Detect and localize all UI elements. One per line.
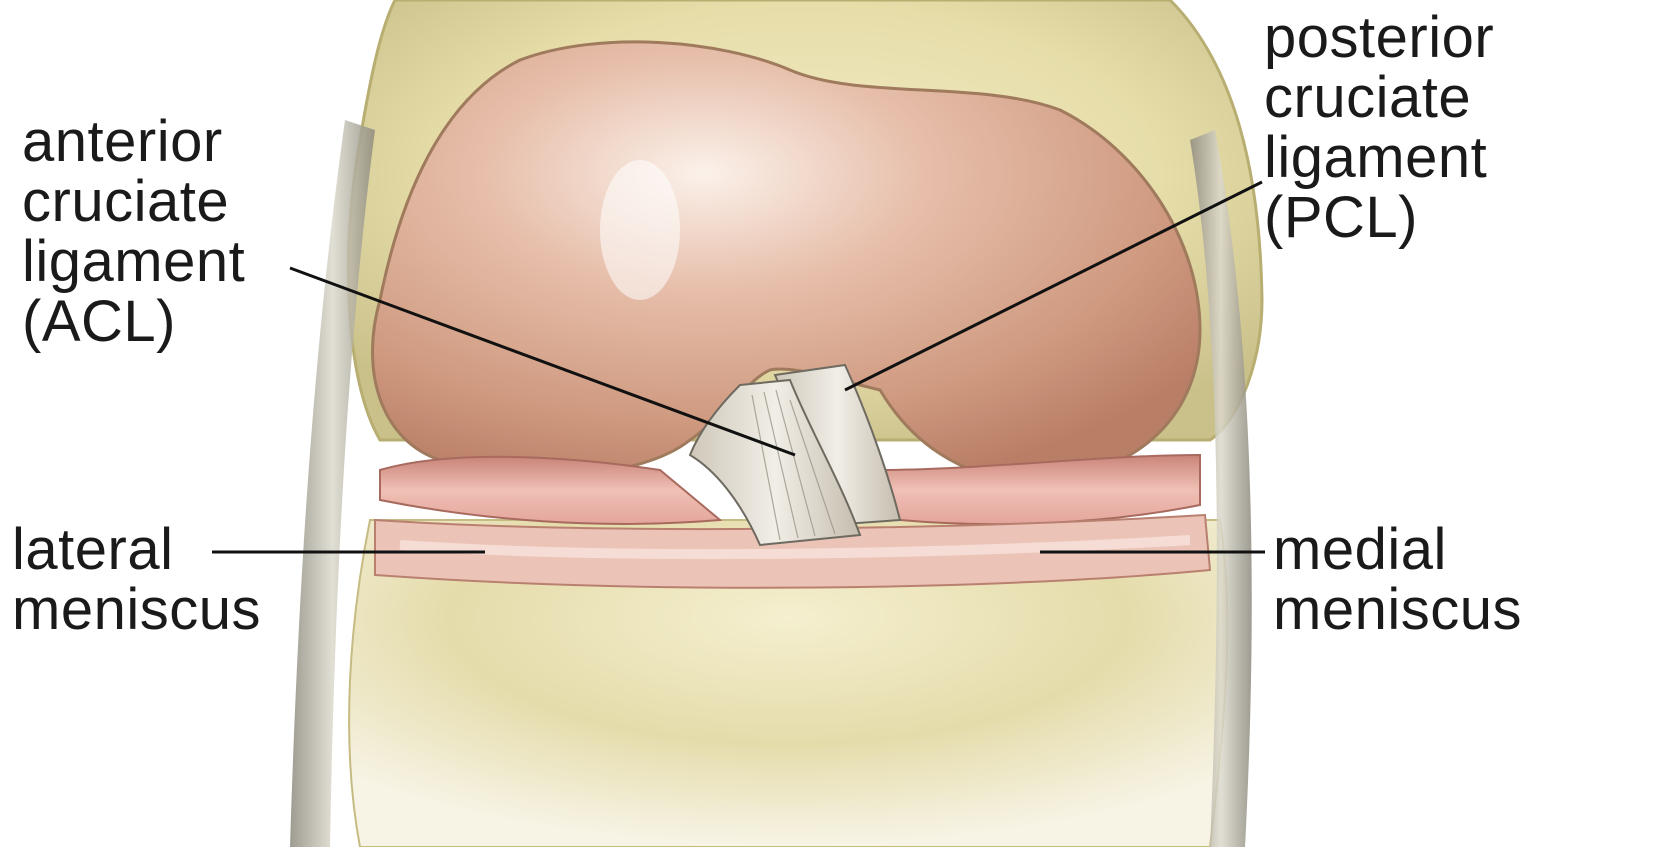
acl-label-line-2: cruciate bbox=[22, 172, 245, 232]
medial-meniscus-label-line-1: medial bbox=[1273, 520, 1522, 580]
acl-label-line-1: anterior bbox=[22, 112, 245, 172]
meniscus-lateral-shape bbox=[380, 457, 720, 524]
meniscus-medial-shape bbox=[880, 455, 1200, 524]
medial-meniscus-label: medial meniscus bbox=[1273, 520, 1522, 640]
medial-meniscus-label-line-2: meniscus bbox=[1273, 580, 1522, 640]
pcl-label: posterior cruciate ligament (PCL) bbox=[1264, 8, 1494, 248]
acl-label-line-4: (ACL) bbox=[22, 292, 245, 352]
condyle-highlight bbox=[600, 160, 680, 300]
acl-label: anterior cruciate ligament (ACL) bbox=[22, 112, 245, 352]
pcl-label-line-3: ligament bbox=[1264, 128, 1494, 188]
acl-label-line-3: ligament bbox=[22, 232, 245, 292]
lateral-meniscus-label: lateral meniscus bbox=[12, 520, 261, 640]
pcl-label-line-2: cruciate bbox=[1264, 68, 1494, 128]
lateral-meniscus-label-line-2: meniscus bbox=[12, 580, 261, 640]
pcl-label-line-4: (PCL) bbox=[1264, 188, 1494, 248]
pcl-label-line-1: posterior bbox=[1264, 8, 1494, 68]
lateral-meniscus-label-line-1: lateral bbox=[12, 520, 261, 580]
